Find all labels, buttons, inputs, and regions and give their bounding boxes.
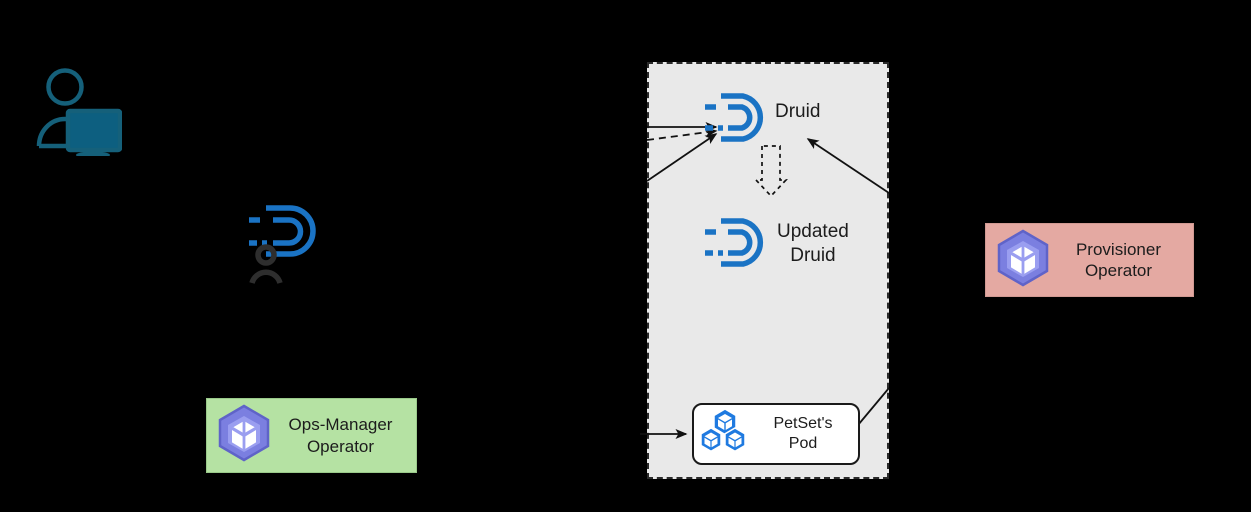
updated-druid-logo-icon	[698, 212, 774, 272]
user-workstation-icon	[36, 68, 123, 159]
petset-pod-box[interactable]: PetSet's Pod	[692, 403, 860, 465]
petset-pod-label: PetSet's Pod	[773, 415, 833, 452]
druid-user-icon	[243, 198, 339, 286]
provisioner-operator-box[interactable]: Provisioner Operator	[985, 223, 1194, 297]
druid-logo-icon	[698, 87, 774, 147]
druid-logo-icon	[249, 205, 316, 257]
druid-label: Druid	[775, 101, 821, 122]
operator-hexagon-icon	[215, 404, 273, 467]
operator-hexagon-icon	[994, 229, 1052, 292]
updated-druid-label: Updated Druid	[777, 221, 849, 266]
ops-manager-operator-label: Ops-Manager Operator	[288, 415, 393, 456]
pods-cluster-icon	[698, 407, 752, 462]
provisioner-operator-label: Provisioner Operator	[1075, 239, 1162, 280]
person-icon	[249, 244, 283, 284]
ops-manager-operator-box[interactable]: Ops-Manager Operator	[206, 398, 417, 473]
